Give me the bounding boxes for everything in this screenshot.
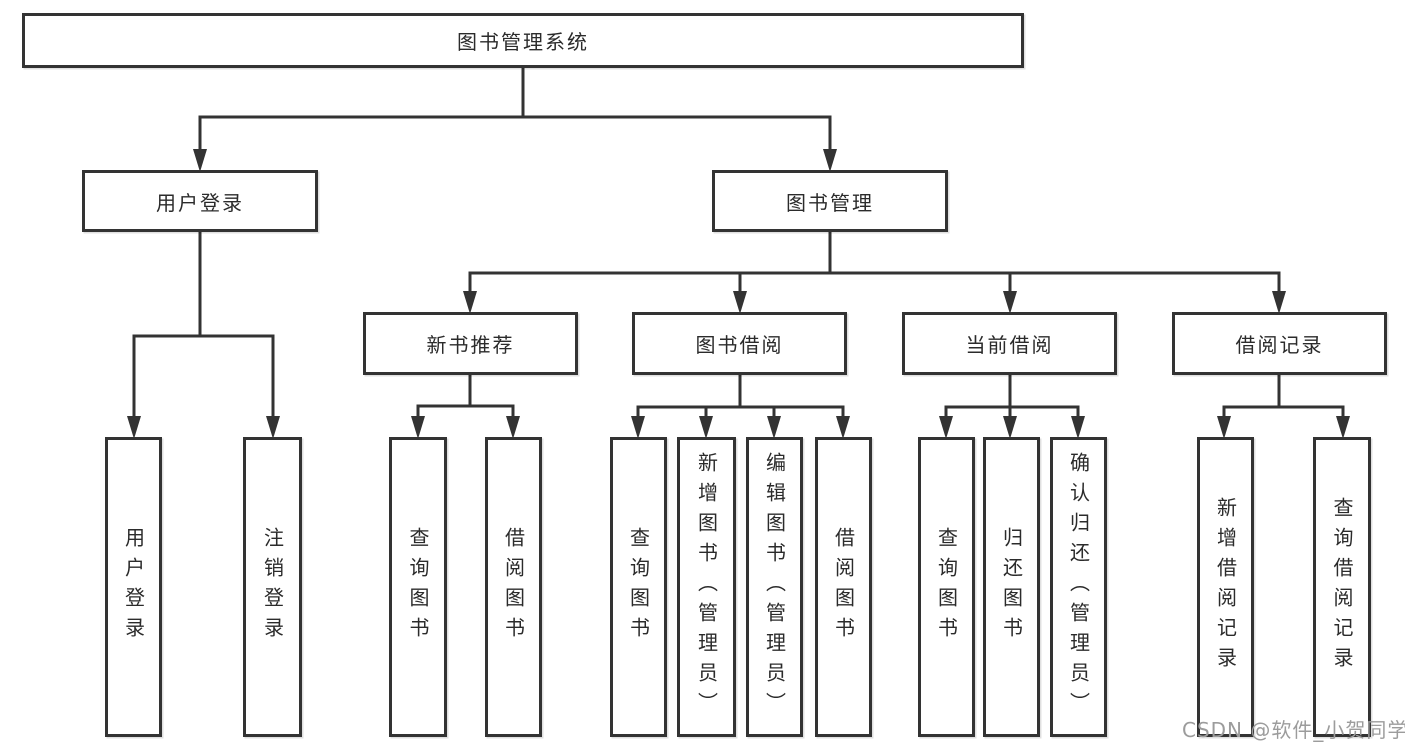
- node-leaf-edit-book-admin: 编辑图书（管理员）: [746, 437, 803, 737]
- node-leaf-add-borrow-record-label: 新增借阅记录: [1213, 497, 1238, 677]
- node-leaf-return-book: 归还图书: [983, 437, 1040, 737]
- node-leaf-query-book-borrow-label: 查询图书: [626, 527, 651, 647]
- node-leaf-query-book-recommend: 查询图书: [389, 437, 447, 737]
- node-leaf-query-borrow-record-label: 查询借阅记录: [1330, 497, 1354, 677]
- node-leaf-add-borrow-record: 新增借阅记录: [1197, 437, 1254, 737]
- node-leaf-query-book-current: 查询图书: [918, 437, 975, 737]
- node-leaf-borrow-book-recommend: 借阅图书: [485, 437, 542, 737]
- node-root-label: 图书管理系统: [457, 30, 589, 54]
- node-leaf-borrow-book-recommend-label: 借阅图书: [501, 527, 526, 647]
- node-user-login: 用户登录: [82, 170, 318, 232]
- node-leaf-logout-label: 注销登录: [260, 527, 285, 647]
- node-new-book-recommend-label: 新书推荐: [426, 333, 515, 357]
- node-leaf-borrow-book: 借阅图书: [815, 437, 872, 737]
- node-current-borrow: 当前借阅: [902, 312, 1117, 375]
- node-leaf-edit-book-admin-label: 编辑图书（管理员）: [762, 452, 787, 722]
- node-borrow-records: 借阅记录: [1172, 312, 1387, 375]
- node-leaf-return-book-label: 归还图书: [999, 527, 1024, 647]
- node-leaf-user-login: 用户登录: [105, 437, 162, 737]
- node-book-management: 图书管理: [712, 170, 948, 232]
- node-new-book-recommend: 新书推荐: [363, 312, 578, 375]
- node-leaf-borrow-book-label: 借阅图书: [831, 527, 856, 647]
- node-leaf-user-login-label: 用户登录: [121, 527, 146, 647]
- node-current-borrow-label: 当前借阅: [965, 333, 1054, 357]
- node-leaf-query-borrow-record: 查询借阅记录: [1313, 437, 1371, 737]
- node-borrow-records-label: 借阅记录: [1235, 333, 1324, 357]
- node-leaf-confirm-return-admin: 确认归还（管理员）: [1050, 437, 1107, 737]
- node-leaf-query-book-borrow: 查询图书: [610, 437, 667, 737]
- node-root: 图书管理系统: [22, 13, 1024, 68]
- node-leaf-logout: 注销登录: [243, 437, 302, 737]
- node-user-login-label: 用户登录: [156, 190, 244, 215]
- node-leaf-query-book-current-label: 查询图书: [934, 527, 959, 647]
- node-book-management-label: 图书管理: [786, 190, 874, 215]
- node-leaf-add-book-admin-label: 新增图书（管理员）: [694, 452, 719, 722]
- csdn-watermark: CSDN @软件_小贺同学: [1182, 718, 1405, 742]
- node-leaf-confirm-return-admin-label: 确认归还（管理员）: [1066, 452, 1091, 722]
- node-book-borrow: 图书借阅: [632, 312, 847, 375]
- node-leaf-query-book-recommend-label: 查询图书: [406, 527, 430, 647]
- node-leaf-add-book-admin: 新增图书（管理员）: [677, 437, 736, 737]
- node-book-borrow-label: 图书借阅: [695, 333, 784, 357]
